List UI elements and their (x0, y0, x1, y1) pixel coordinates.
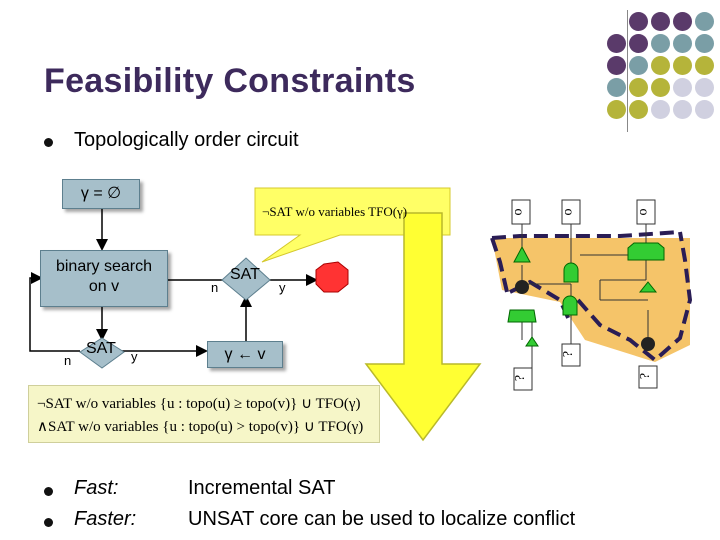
decorative-dot (673, 34, 692, 53)
output-label-3: o (635, 208, 651, 216)
gate-buffer-1 (513, 245, 531, 263)
gate-mux (627, 242, 665, 261)
decorative-dot (651, 78, 670, 97)
sat-label-1: SAT (86, 340, 116, 357)
bullet-faster-text: UNSAT core can be used to localize confl… (188, 508, 576, 530)
formula-box: ¬SAT w/o variables {u : topo(u) ≥ topo(v… (28, 385, 380, 443)
conflict-node-2 (641, 337, 655, 351)
callout-bubble (254, 187, 451, 263)
sat-label-2: SAT (230, 266, 260, 283)
decorative-dot (695, 56, 714, 75)
decorative-dot (607, 34, 626, 53)
gamma-init-label: γ = ∅ (80, 185, 122, 202)
decorative-dot (629, 12, 648, 31)
unknown-label-1: ? (513, 374, 529, 382)
formula-line-1: ¬SAT w/o variables {u : topo(u) ≥ topo(v… (37, 396, 361, 412)
unknown-port-2 (561, 343, 581, 367)
decorative-dot (695, 12, 714, 31)
decorative-dot (607, 100, 626, 119)
gamma-init-box: γ = ∅ (62, 179, 140, 209)
output-label-1: o (510, 208, 526, 216)
bullet-fast-label: Fast: (74, 477, 119, 499)
bullet-faster-label: Faster: (74, 508, 137, 530)
decorative-dot (629, 100, 648, 119)
decorative-dot (651, 34, 670, 53)
gamma-assign-box: γ ← v (207, 341, 283, 368)
sat2-yes-label: y (279, 280, 286, 295)
decorative-dot (673, 56, 692, 75)
decorative-dot (629, 34, 648, 53)
stop-octagon (315, 261, 349, 293)
decorative-dot (651, 56, 670, 75)
output-label-2: o (560, 208, 576, 216)
yellow-arrow (364, 212, 482, 442)
bullet-dot (44, 138, 53, 147)
gate-buffer-3 (525, 336, 539, 347)
circuit-region (492, 238, 690, 362)
binary-search-label: binary search on v (55, 258, 153, 295)
decorative-dot (695, 100, 714, 119)
decorative-dot (629, 56, 648, 75)
gate-buffer-2 (638, 281, 658, 293)
sat-decision-diamond-2 (221, 257, 271, 301)
gamma-assign-label: γ ← v (224, 346, 266, 363)
gate-or (507, 309, 537, 323)
unknown-port-3 (638, 365, 658, 389)
decorative-dot (607, 78, 626, 97)
page-title: Feasibility Constraints (44, 62, 416, 100)
decorative-dot (629, 78, 648, 97)
binary-search-box: binary search on v (40, 250, 168, 307)
output-port-1 (511, 199, 531, 225)
sat-decision-diamond-1 (79, 337, 125, 369)
unknown-port-1 (513, 367, 533, 391)
gate-and-2 (562, 295, 578, 316)
conflict-node-1 (515, 280, 529, 294)
unknown-label-2: ? (561, 350, 577, 358)
gate-and-1 (563, 262, 579, 283)
sat1-yes-label: y (131, 349, 138, 364)
unknown-label-3: ? (638, 372, 654, 380)
decorative-dot (673, 12, 692, 31)
decorative-dot (673, 100, 692, 119)
circuit-outputs (511, 199, 656, 225)
decorative-dot (651, 12, 670, 31)
sat2-no-label: n (211, 280, 219, 295)
bullet-dot (44, 518, 53, 527)
output-port-2 (561, 199, 581, 225)
decorative-dot (651, 100, 670, 119)
bullet-topological-order: Topologically order circuit (74, 129, 299, 151)
output-port-3 (636, 199, 656, 225)
callout-text: ¬SAT w/o variables TFO(γ) (262, 204, 408, 219)
flow-arrow-no-loop (29, 272, 80, 352)
sat1-no-label: n (64, 353, 72, 368)
decorative-dot (695, 78, 714, 97)
decorative-dot (695, 34, 714, 53)
decorative-dot (673, 78, 692, 97)
bullet-fast-text: Incremental SAT (188, 477, 336, 499)
formula-line-2: ∧SAT w/o variables {u : topo(u) > topo(v… (37, 419, 364, 435)
title-divider-line (627, 10, 628, 132)
bullet-dot (44, 487, 53, 496)
decorative-dot (607, 56, 626, 75)
